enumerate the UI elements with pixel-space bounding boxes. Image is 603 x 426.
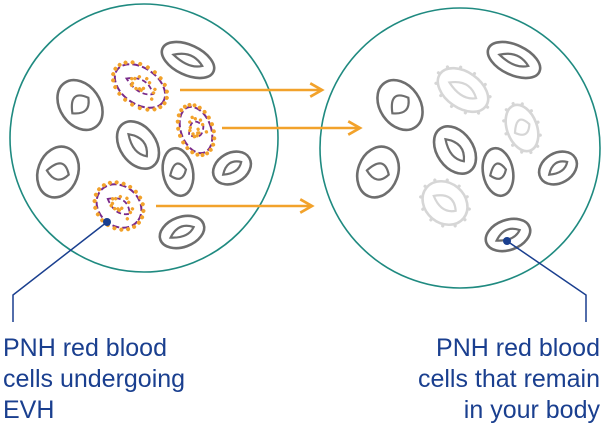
red-blood-cell [376, 78, 424, 132]
caption-right-line-3: in your body [463, 396, 600, 424]
affected-red-blood-cell [175, 102, 217, 158]
pointer-dot-left [103, 218, 111, 226]
affected-red-blood-cell [111, 60, 169, 112]
red-blood-cell [355, 145, 401, 199]
faded-red-blood-cell [434, 65, 492, 115]
caption-left: PNH red blood cells undergoing EVH [3, 333, 185, 426]
pointer-line-left [12, 221, 108, 322]
red-blood-cell [56, 78, 104, 132]
red-blood-cell [35, 145, 81, 199]
red-blood-cell [160, 40, 216, 80]
caption-right-line-2: cells that remain [417, 365, 600, 393]
cells-layer [35, 40, 579, 253]
red-blood-cell [115, 120, 161, 170]
caption-right: PNH red blood cells that remain in your … [418, 333, 600, 426]
red-blood-cell [161, 146, 195, 198]
red-blood-cell [486, 40, 542, 80]
red-blood-cell [432, 125, 478, 175]
faded-red-blood-cell [502, 101, 542, 155]
red-blood-cell [537, 150, 579, 186]
pointer-line-right [506, 240, 587, 322]
caption-left-line-2: cells undergoing [3, 365, 186, 393]
red-blood-cell [484, 217, 532, 253]
caption-left-line-1: PNH red blood [3, 334, 167, 362]
caption-right-line-1: PNH red blood [436, 334, 600, 362]
affected-red-blood-cell [92, 180, 146, 232]
red-blood-cell [211, 150, 253, 186]
pointer-dot-right [503, 237, 511, 245]
faded-red-blood-cell [419, 178, 471, 228]
caption-left-line-3: EVH [3, 396, 55, 424]
red-blood-cell [158, 214, 206, 250]
red-blood-cell [481, 146, 515, 198]
